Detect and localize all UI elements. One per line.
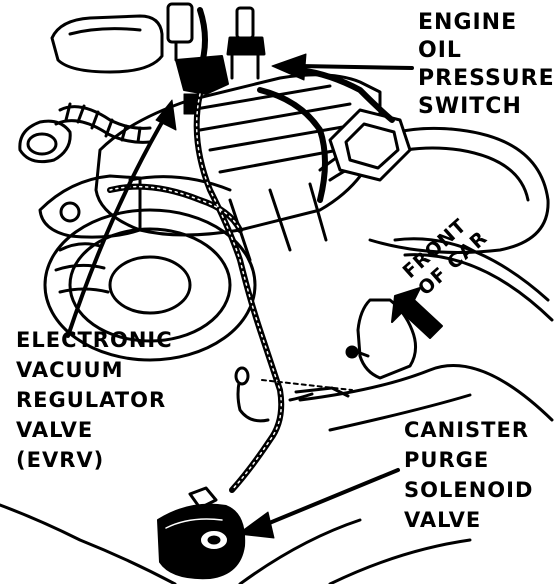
evrv-mount <box>175 55 229 115</box>
leader-engine-oil-pressure-switch <box>271 53 414 81</box>
front-of-car-arrow <box>391 287 443 339</box>
label-line: SWITCH <box>418 94 522 119</box>
leader-canister <box>237 468 400 539</box>
air-intake <box>18 14 164 164</box>
fender-bracket <box>345 298 417 380</box>
label-line: PRESSURE <box>418 66 555 91</box>
fender-panel <box>0 237 554 584</box>
label-line: ELECTRONIC <box>16 328 173 352</box>
label-line: VALVE <box>16 418 94 442</box>
corrugated-hose-upper-left <box>54 102 152 144</box>
label-line: VACUUM <box>16 358 124 382</box>
wiring-harness-ribbing <box>109 93 282 491</box>
vacuum-line <box>234 366 353 423</box>
label-line: (EVRV) <box>16 448 105 472</box>
label-line: SOLENOID <box>404 478 534 502</box>
label-line: OIL <box>418 38 462 63</box>
label-line: CANISTER <box>404 418 530 442</box>
label-canister-purge-solenoid-valve: CANISTER PURGE SOLENOID VALVE <box>404 420 533 540</box>
reservoir-box <box>328 108 412 182</box>
label-line: REGULATOR <box>16 388 167 412</box>
leader-evrv <box>66 99 177 338</box>
label-line: ENGINE <box>418 10 518 35</box>
alternator <box>43 208 257 362</box>
label-engine-oil-pressure-switch: ENGINE OIL PRESSURE SWITCH <box>418 12 555 124</box>
oil-pressure-switch <box>166 2 266 80</box>
label-evrv: ELECTRONIC VACUUM REGULATOR VALVE (EVRV) <box>16 330 173 480</box>
label-line: PURGE <box>404 448 490 472</box>
canister-purge-solenoid <box>157 486 246 580</box>
label-line: VALVE <box>404 508 482 532</box>
engine-block <box>38 73 382 262</box>
